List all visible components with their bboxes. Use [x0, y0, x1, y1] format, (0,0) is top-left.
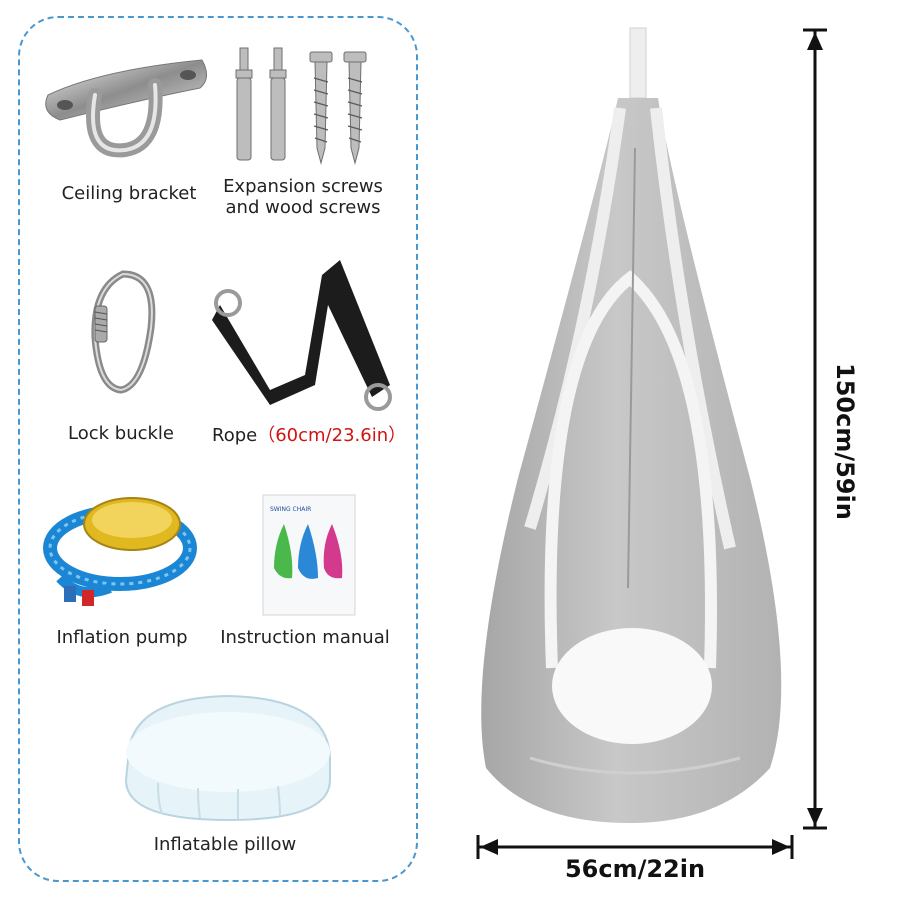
carabiner-icon — [91, 270, 156, 394]
inflation-pump-label: Inflation pump — [56, 627, 188, 648]
rope-strap-icon — [212, 260, 392, 411]
rope-name: Rope — [212, 425, 258, 446]
instruction-manual-icon — [262, 494, 356, 616]
screws-label-line2: and wood screws — [225, 197, 381, 218]
screws-label-line1: Expansion screws — [223, 176, 383, 197]
manual-cover-text: SWING CHAIR — [270, 506, 312, 513]
width-dimension-arrow — [476, 835, 794, 859]
lock-buckle-label: Lock buckle — [68, 423, 174, 444]
height-dimension-arrow — [803, 28, 827, 830]
height-dimension-label: 150cm/59in — [831, 363, 859, 520]
screws-icon — [235, 47, 367, 165]
instruction-manual-label: Instruction manual — [220, 627, 390, 648]
width-dimension-label: 56cm/22in — [564, 855, 706, 883]
rope-size: （60cm/23.6in） — [257, 425, 407, 446]
inflatable-pillow-label: Inflatable pillow — [153, 834, 297, 855]
hanging-chair-image — [481, 27, 782, 823]
rope-label: Rope（60cm/23.6in） — [212, 425, 412, 446]
ceiling-bracket-icon — [45, 59, 207, 158]
ceiling-bracket-label: Ceiling bracket — [61, 183, 197, 204]
inflatable-pillow-icon — [124, 694, 331, 822]
inflation-pump-icon — [43, 497, 197, 606]
accessories-frame — [18, 16, 418, 882]
